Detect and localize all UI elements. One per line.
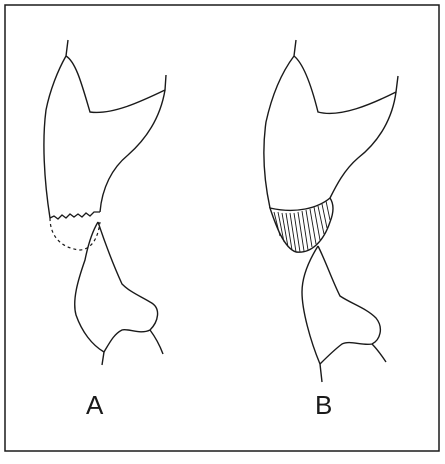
panel-a-upper-tooth-top [66, 56, 166, 112]
panel-b-label: B [315, 392, 332, 418]
panel-a-drawing [44, 40, 166, 365]
panel-a-fracture-line [50, 212, 100, 219]
panel-a-upper-tooth-right [100, 90, 165, 212]
panel-a-lower-tooth-right [98, 222, 158, 352]
panel-a-upper-tooth [44, 40, 68, 218]
panel-a-lower-tooth [75, 222, 104, 365]
panel-b-drawing [264, 40, 398, 382]
panel-b-lower-root [372, 344, 386, 362]
panel-b-lower-tooth [302, 246, 322, 382]
panel-b-upper-tooth-right [330, 92, 396, 198]
panel-b-hatched-region [270, 198, 333, 252]
panel-a-label: A [86, 392, 103, 418]
panel-b-upper-tooth [264, 40, 296, 208]
panel-b-lower-tooth-right [318, 246, 380, 364]
panel-b-upper-tooth-top [294, 56, 398, 113]
panel-a-lower-root [150, 330, 163, 354]
diagram-frame [5, 5, 439, 451]
